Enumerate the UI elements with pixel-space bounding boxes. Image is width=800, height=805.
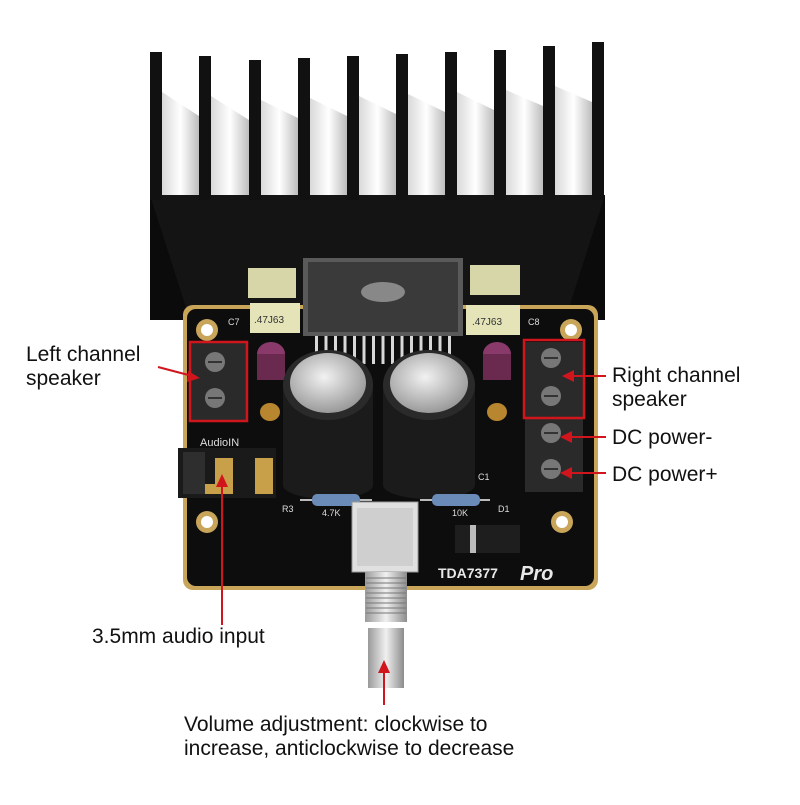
heatsink-fin: [494, 50, 543, 200]
resistor-left: 4.7K: [300, 494, 372, 518]
film-capacitor-left: .47J63 C7: [228, 268, 300, 333]
ic-pin: [448, 336, 451, 364]
ceramic-capacitor-left: [260, 403, 280, 421]
ic-pin: [315, 336, 318, 364]
audio-jack-silkscreen: AudioIN: [200, 437, 239, 449]
heatsink-fin: [150, 52, 199, 200]
volume-label-line-2: increase, anticlockwise to decrease: [184, 737, 515, 760]
annotation-arrows: [157, 366, 606, 705]
ic-pin: [343, 336, 347, 364]
ic-pin: [324, 336, 328, 364]
resistor-left-value: 4.7K: [322, 508, 341, 518]
ic-pin: [381, 336, 385, 364]
heatsink-fin: [347, 56, 396, 200]
arrow-dc-minus: [560, 431, 572, 443]
ic-pin: [372, 336, 375, 364]
audio-input-label: 3.5mm audio input: [92, 625, 265, 648]
ic-pin: [419, 336, 423, 364]
right-speaker-highlight: [522, 338, 586, 420]
cap-right-ref: C8: [528, 317, 540, 327]
ic-pin: [334, 336, 337, 364]
arrow-volume: [378, 660, 390, 673]
ic-pin: [400, 336, 404, 364]
ic-pin: [391, 336, 394, 364]
ic-pin: [429, 336, 432, 364]
terminal-block-left: [191, 343, 247, 421]
d1-ref: D1: [498, 504, 510, 514]
arrow-dc-plus: [560, 467, 572, 479]
cap-left-code: .47J63: [254, 315, 284, 326]
ic-chip: [303, 258, 463, 364]
right-speaker-label-line-2: speaker: [612, 388, 687, 411]
volume-potentiometer: [351, 501, 419, 688]
arrow-audio-input: [216, 474, 228, 487]
electrolytic-capacitor-left: [283, 350, 373, 499]
left-speaker-label-line-1: Left channel: [26, 343, 141, 366]
heatsink-fin: [543, 46, 592, 200]
heatsink-fin: [396, 54, 445, 200]
dc-power-plus-label: DC power+: [612, 463, 718, 486]
r3-ref: R3: [282, 504, 294, 514]
diode: [455, 525, 520, 553]
small-capacitor-left: [257, 342, 285, 380]
ic-pin: [438, 336, 442, 364]
ic-pin: [410, 336, 413, 364]
ic-pin: [353, 336, 356, 364]
left-speaker-highlight: [188, 340, 249, 423]
c1-ref: C1: [478, 472, 490, 482]
cap-left-ref: C7: [228, 317, 240, 327]
model-silkscreen: TDA7377 Pro: [438, 563, 553, 585]
dc-power-minus-label: DC power-: [612, 426, 713, 449]
right-speaker-label: Right channel speaker: [612, 364, 740, 412]
left-speaker-label: Left channel speaker: [26, 343, 140, 391]
resistor-right-value: 10K: [452, 508, 468, 518]
arrow-right-speaker: [562, 370, 574, 382]
left-speaker-label-line-2: speaker: [26, 367, 101, 390]
volume-label-line-1: Volume adjustment: clockwise to: [184, 713, 488, 736]
resistor-right: 10K: [420, 494, 490, 518]
right-speaker-label-line-1: Right channel: [612, 364, 741, 387]
heatsink-fin: [199, 56, 249, 200]
electrolytic-capacitor-right: [383, 350, 475, 499]
ic-pin: [362, 336, 366, 364]
arrow-left-speaker: [187, 371, 200, 382]
heatsink-fin: [592, 42, 604, 200]
film-capacitor-right: .47J63 C8: [466, 265, 540, 335]
model-text: TDA7377: [438, 565, 498, 581]
heatsink-fin: [445, 52, 494, 200]
heatsink-fin: [298, 58, 347, 200]
heatsink-fin: [249, 60, 298, 200]
small-capacitor-right: [483, 342, 511, 380]
model-suffix: Pro: [520, 563, 553, 585]
volume-adjustment-label: Volume adjustment: clockwise to increase…: [184, 713, 654, 761]
ceramic-capacitor-right: [487, 403, 507, 421]
cap-right-code: .47J63: [472, 317, 502, 328]
